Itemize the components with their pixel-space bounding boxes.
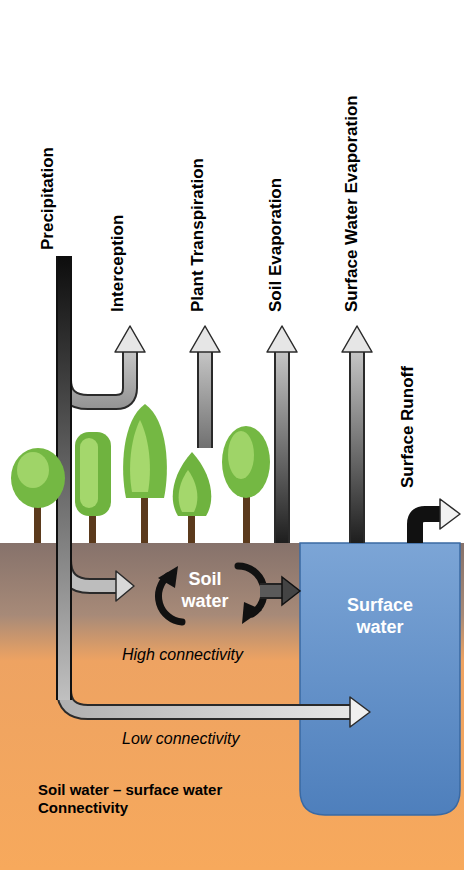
node-title: Soil water [165,569,245,612]
flux-arrows [64,256,442,712]
flux-label: Soil Evaporation [266,178,286,312]
surface-water-box: Surface water [300,543,460,815]
flux-label: Precipitation [38,147,58,250]
soil-water-zone: Soil water [150,555,260,627]
flow-connector [260,577,300,605]
flux-label: Plant Transpiration [188,158,208,312]
node-title: Surface water [330,595,430,638]
connectivity-label: High connectivity [122,646,243,664]
flux-label: Surface Water Evaporation [342,95,362,312]
arrowheads [115,326,460,727]
flux-label: Interception [108,215,128,312]
surface-water-body [300,543,460,815]
circulation-heads [158,566,262,624]
flux-label: Surface Runoff [398,366,418,488]
soil-region: Soil water – surface water Connectivity S… [0,543,464,870]
node-title: Soil water – surface water Connectivity [38,781,268,817]
connectivity-label: Low connectivity [122,730,239,748]
trees [11,404,270,543]
